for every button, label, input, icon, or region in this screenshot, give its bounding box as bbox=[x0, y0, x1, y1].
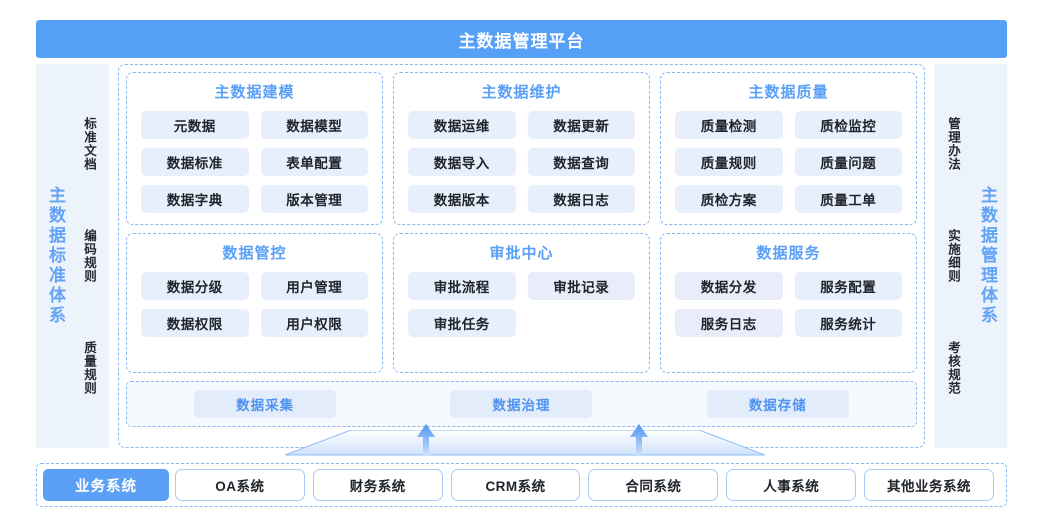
tile-item[interactable]: 用户权限 bbox=[260, 309, 368, 337]
tile-item[interactable]: 质量规则 bbox=[675, 148, 783, 176]
left-rail-item-2[interactable]: 质量规则 bbox=[82, 341, 96, 395]
tile-item[interactable]: 表单配置 bbox=[260, 148, 368, 176]
tile-placeholder bbox=[528, 309, 636, 337]
tile-item[interactable]: 质量问题 bbox=[794, 148, 902, 176]
panel-master-data-modeling: 主数据建模 元数据 数据模型 数据标准 表单配置 数据字典 版本管理 bbox=[126, 72, 383, 225]
left-rail-item-0[interactable]: 标准文档 bbox=[82, 117, 96, 171]
panel-data-governance-control: 数据管控 数据分级 用户管理 数据权限 用户权限 bbox=[126, 233, 383, 373]
tile-item[interactable]: 数据权限 bbox=[141, 309, 249, 337]
right-rail-item-2[interactable]: 考核规范 bbox=[946, 341, 960, 395]
panel-approval-center: 审批中心 审批流程 审批记录 审批任务 bbox=[393, 233, 650, 373]
left-rail-item-1[interactable]: 编码规则 bbox=[82, 229, 96, 283]
tile-item[interactable]: 数据模型 bbox=[260, 111, 368, 139]
business-systems-list: OA系统 财务系统 CRM系统 合同系统 人事系统 其他业务系统 bbox=[169, 469, 1000, 501]
funnel-shape bbox=[285, 430, 765, 456]
tile-item[interactable]: 质检方案 bbox=[675, 185, 783, 213]
left-rail-items: 标准文档 编码规则 质量规则 bbox=[73, 64, 107, 448]
tile-item[interactable]: 数据标准 bbox=[141, 148, 249, 176]
business-systems-label: 业务系统 bbox=[43, 469, 169, 501]
tile-item[interactable]: 数据分发 bbox=[675, 272, 783, 300]
business-system-finance[interactable]: 财务系统 bbox=[312, 469, 443, 501]
panel-tiles: 元数据 数据模型 数据标准 表单配置 数据字典 版本管理 bbox=[141, 111, 368, 213]
right-rail-item-0[interactable]: 管理办法 bbox=[946, 117, 960, 171]
tile-item[interactable]: 审批流程 bbox=[408, 272, 516, 300]
tile-item[interactable]: 数据更新 bbox=[527, 111, 635, 139]
panel-data-service: 数据服务 数据分发 服务配置 服务日志 服务统计 bbox=[660, 233, 917, 373]
tile-item[interactable]: 数据版本 bbox=[408, 185, 516, 213]
center-capability-container: 主数据建模 元数据 数据模型 数据标准 表单配置 数据字典 版本管理 主数据维护… bbox=[118, 64, 925, 448]
tile-item[interactable]: 服务日志 bbox=[675, 309, 783, 337]
panel-title: 审批中心 bbox=[489, 245, 554, 262]
foundation-tile-governance[interactable]: 数据治理 bbox=[450, 390, 593, 418]
panel-tiles: 数据运维 数据更新 数据导入 数据查询 数据版本 数据日志 bbox=[408, 111, 635, 213]
panel-tiles: 审批流程 审批记录 审批任务 bbox=[408, 272, 635, 337]
right-rail-items: 管理办法 实施细则 考核规范 bbox=[937, 64, 971, 448]
panel-master-data-maintenance: 主数据维护 数据运维 数据更新 数据导入 数据查询 数据版本 数据日志 bbox=[393, 72, 650, 225]
business-system-oa[interactable]: OA系统 bbox=[175, 469, 305, 501]
up-arrow-icon bbox=[629, 424, 649, 456]
panel-title: 主数据质量 bbox=[748, 84, 829, 101]
right-rail-management-system: 管理办法 实施细则 考核规范 主数据管理体系 bbox=[934, 64, 1007, 448]
platform-header: 主数据管理平台 bbox=[36, 20, 1007, 58]
foundation-tile-collection[interactable]: 数据采集 bbox=[194, 390, 337, 418]
tile-item[interactable]: 质检监控 bbox=[794, 111, 902, 139]
platform-title: 主数据管理平台 bbox=[458, 31, 585, 51]
capability-panel-grid: 主数据建模 元数据 数据模型 数据标准 表单配置 数据字典 版本管理 主数据维护… bbox=[126, 72, 917, 373]
panel-title: 主数据建模 bbox=[214, 84, 295, 101]
business-system-other[interactable]: 其他业务系统 bbox=[864, 469, 994, 501]
tile-item[interactable]: 质量检测 bbox=[675, 111, 783, 139]
foundation-tile-storage[interactable]: 数据存储 bbox=[706, 390, 849, 418]
tile-item[interactable]: 数据查询 bbox=[527, 148, 635, 176]
tile-item[interactable]: 质量工单 bbox=[794, 185, 902, 213]
foundation-strip: 数据采集 数据治理 数据存储 bbox=[126, 381, 917, 427]
business-systems-bar: 业务系统 OA系统 财务系统 CRM系统 合同系统 人事系统 其他业务系统 bbox=[36, 463, 1007, 507]
tile-item[interactable]: 用户管理 bbox=[260, 272, 368, 300]
tile-item[interactable]: 版本管理 bbox=[260, 185, 368, 213]
tile-item[interactable]: 服务统计 bbox=[794, 309, 902, 337]
tile-item[interactable]: 数据导入 bbox=[408, 148, 516, 176]
panel-title: 主数据维护 bbox=[481, 84, 562, 101]
panel-tiles: 质量检测 质检监控 质量规则 质量问题 质检方案 质量工单 bbox=[675, 111, 902, 213]
left-rail-title: 主数据标准体系 bbox=[46, 186, 65, 326]
business-system-contract[interactable]: 合同系统 bbox=[588, 469, 719, 501]
tile-item[interactable]: 数据分级 bbox=[141, 272, 249, 300]
business-system-hr[interactable]: 人事系统 bbox=[726, 469, 857, 501]
panel-tiles: 数据分级 用户管理 数据权限 用户权限 bbox=[141, 272, 368, 337]
panel-tiles: 数据分发 服务配置 服务日志 服务统计 bbox=[675, 272, 902, 337]
business-system-crm[interactable]: CRM系统 bbox=[450, 469, 581, 501]
right-rail-title: 主数据管理体系 bbox=[978, 186, 997, 326]
up-arrow-icon bbox=[416, 424, 436, 456]
tile-item[interactable]: 数据字典 bbox=[141, 185, 249, 213]
panel-master-data-quality: 主数据质量 质量检测 质检监控 质量规则 质量问题 质检方案 质量工单 bbox=[660, 72, 917, 225]
tile-item[interactable]: 服务配置 bbox=[794, 272, 902, 300]
tile-item[interactable]: 数据日志 bbox=[527, 185, 635, 213]
tile-item[interactable]: 数据运维 bbox=[408, 111, 516, 139]
architecture-body: 主数据标准体系 标准文档 编码规则 质量规则 主数据建模 元数据 数据模型 数据… bbox=[36, 64, 1007, 448]
right-rail-item-1[interactable]: 实施细则 bbox=[946, 229, 960, 283]
panel-title: 数据服务 bbox=[756, 245, 821, 262]
tile-item[interactable]: 审批任务 bbox=[408, 309, 516, 337]
left-rail-standard-system: 主数据标准体系 标准文档 编码规则 质量规则 bbox=[36, 64, 109, 448]
tile-item[interactable]: 审批记录 bbox=[527, 272, 635, 300]
tile-item[interactable]: 元数据 bbox=[141, 111, 249, 139]
panel-title: 数据管控 bbox=[222, 245, 287, 262]
